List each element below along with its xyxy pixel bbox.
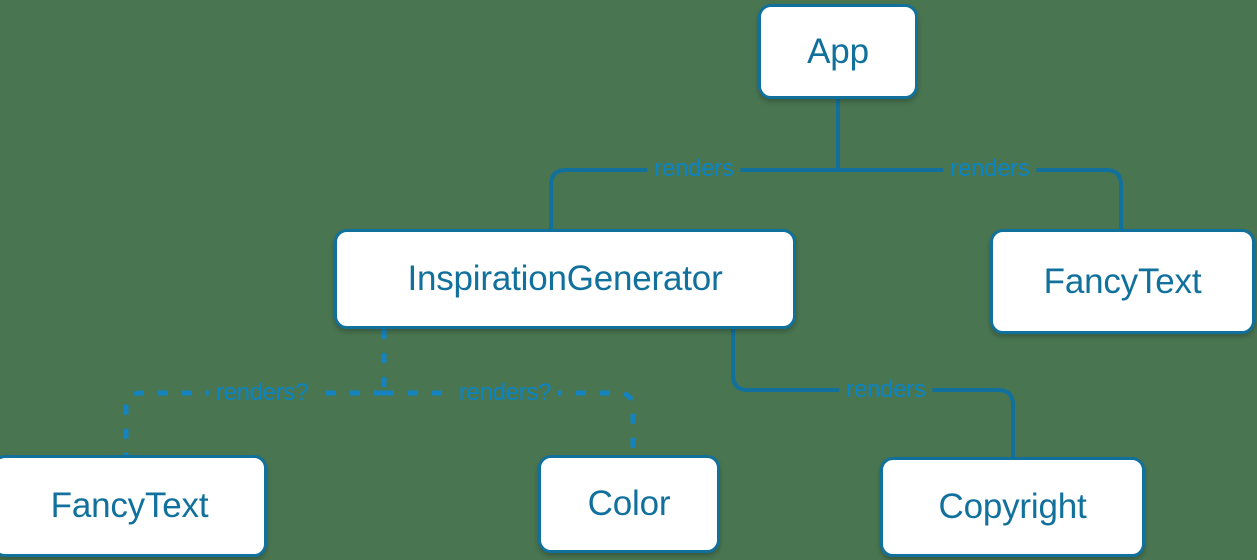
edge-label-app-fancytext: renders bbox=[943, 157, 1037, 181]
node-fancytext-bottom[interactable]: FancyText bbox=[0, 455, 267, 557]
edge-inspirationgenerator-fancytext bbox=[123, 390, 384, 455]
edge-app-inspirationgenerator bbox=[549, 168, 840, 231]
edge-label-inspirationgenerator-copyright: renders bbox=[839, 378, 933, 402]
edge-label-inspirationgenerator-color: renders? bbox=[451, 381, 559, 405]
edge-label-inspirationgenerator-fancytext: renders? bbox=[208, 381, 316, 405]
edge-app-fancytext bbox=[836, 168, 1123, 231]
node-color[interactable]: Color bbox=[538, 455, 720, 553]
edge-label-app-inspirationgenerator: renders bbox=[647, 157, 741, 181]
edge-inspirationgenerator-color bbox=[384, 390, 636, 455]
node-copyright[interactable]: Copyright bbox=[880, 457, 1145, 557]
node-app[interactable]: App bbox=[758, 4, 918, 99]
node-fancytext-right[interactable]: FancyText bbox=[990, 229, 1255, 334]
node-inspirationgenerator[interactable]: InspirationGenerator bbox=[334, 229, 796, 329]
